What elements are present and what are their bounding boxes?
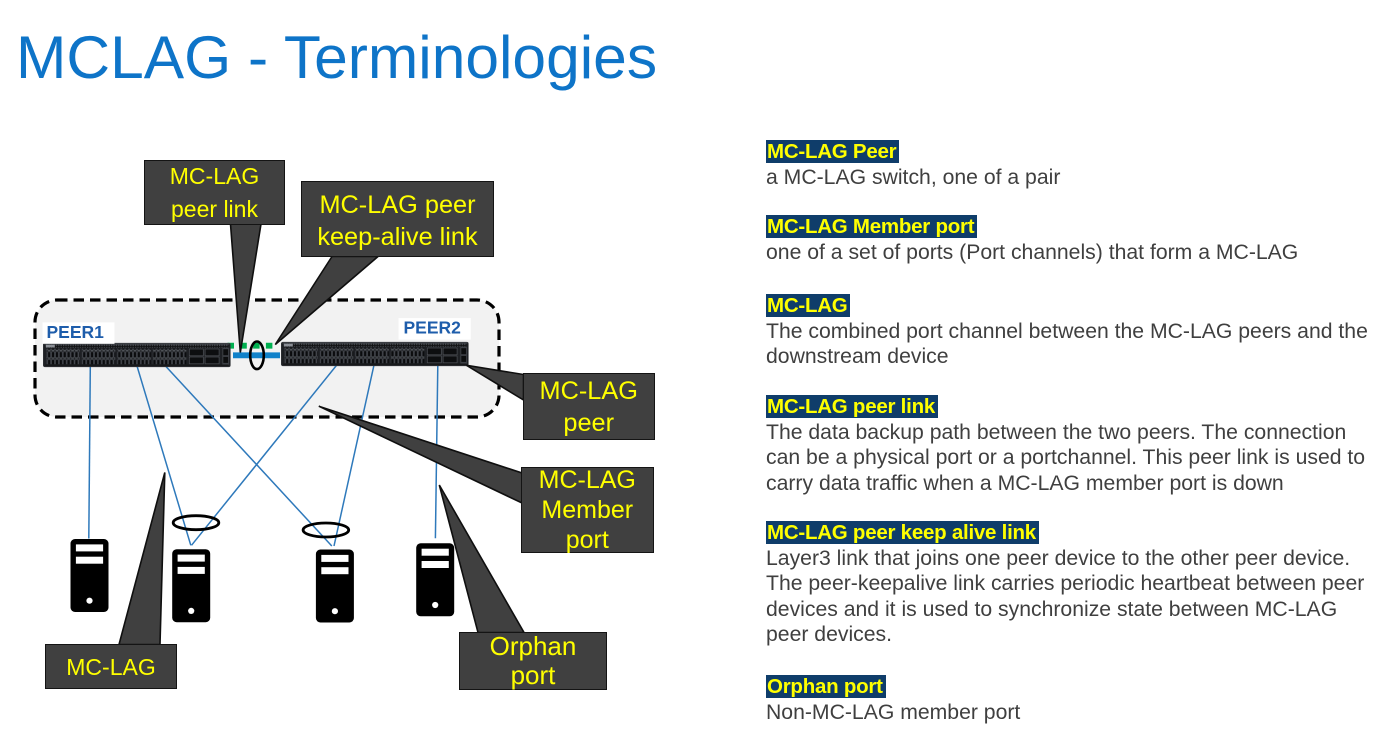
svg-text:PEER1: PEER1 bbox=[47, 322, 105, 342]
svg-text:PEER2: PEER2 bbox=[404, 318, 462, 338]
